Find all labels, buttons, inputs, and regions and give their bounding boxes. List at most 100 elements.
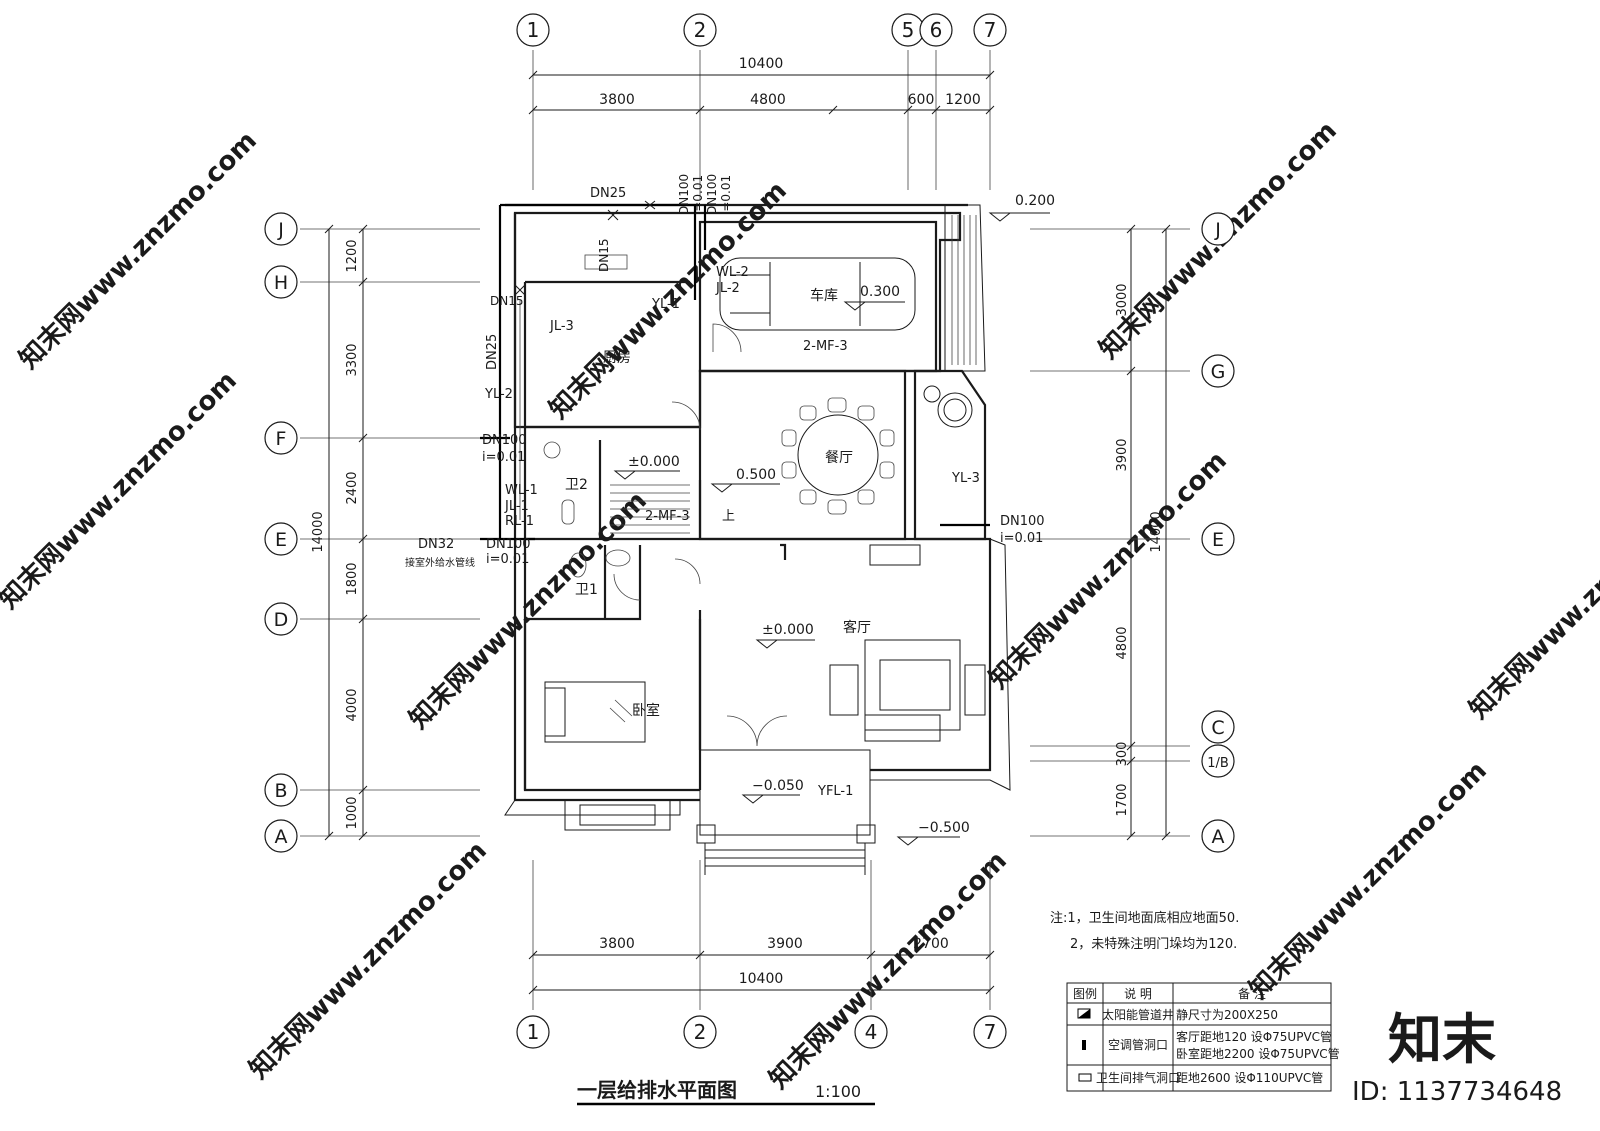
dim-segment: 1700 xyxy=(1115,783,1130,816)
axis-bubbles-top: 1 2 5 6 7 xyxy=(516,13,1007,47)
room-labels: 厨房 车库 餐厅 客厅 卧室 卫1 卫2 xyxy=(565,287,871,719)
legend-symbol-ac-opening xyxy=(1082,1040,1086,1050)
dimension-bottom: 3800 3900 2700 10400 xyxy=(528,936,995,995)
elevation-label: ±0.000 xyxy=(628,454,680,470)
axis-label: 6 xyxy=(930,18,943,42)
legend-header: 图例 xyxy=(1073,987,1097,1001)
dim-segment: 4800 xyxy=(1115,626,1130,659)
dim-segment: 3900 xyxy=(1115,438,1130,471)
watermark-text: 知末网www.znzmo.com xyxy=(14,126,263,375)
dim-segment: 2700 xyxy=(913,936,949,952)
pipe-note: 接室外给水管线 xyxy=(405,556,475,569)
pipe-label: DN100 xyxy=(705,174,719,215)
pipe-label: YFL-1 xyxy=(817,784,853,799)
dim-total: 14000 xyxy=(311,511,326,552)
legend-table: 图例 说 明 备 注 太阳能管道井 静尺寸为200X250 空调管洞口 客厅距地… xyxy=(1066,982,1340,1092)
pipe-label: DN100 xyxy=(486,537,531,552)
pipe-label: JL-2 xyxy=(715,281,740,296)
axis-bubbles-left: J H F E D B A xyxy=(264,212,298,853)
pipe-label: DN32 xyxy=(418,537,454,552)
pipe-label: DN15 xyxy=(597,239,611,273)
watermark-layer: 知末网www.znzmo.com 知末网www.znzmo.com 知末网www… xyxy=(0,116,1600,1107)
elevation-label: −0.050 xyxy=(752,778,804,794)
legend-note: 距地2600 设Φ110UPVC管 xyxy=(1176,1070,1323,1085)
dim-total: 10400 xyxy=(739,971,784,987)
axis-label: G xyxy=(1211,361,1226,383)
legend-header: 说 明 xyxy=(1124,986,1152,1001)
watermark-text: 知末网www.znzmo.com xyxy=(1244,756,1493,1005)
axis-label: 5 xyxy=(902,18,915,42)
elevation-label: 0.500 xyxy=(736,467,776,483)
pipe-label: JL-3 xyxy=(549,319,574,334)
room-label: 车库 xyxy=(810,287,838,304)
watermark-text: 知末网www.znzmo.com xyxy=(244,836,493,1085)
axis-label: D xyxy=(274,609,289,631)
drawing-title: 一层给排水平面图 xyxy=(577,1078,737,1102)
notes: 注:1，卫生间地面底相应地面50. 2，未特殊注明门垛均为120. xyxy=(1050,910,1239,952)
axis-label: B xyxy=(274,780,287,802)
legend-symbol-vent-opening xyxy=(1078,1073,1092,1082)
room-label: 厨房 xyxy=(603,350,631,366)
pipe-label: 2-MF-3 xyxy=(645,509,690,524)
legend-symbol-solar-shaft-fill xyxy=(1078,1009,1090,1018)
axis-label: 7 xyxy=(984,18,997,42)
pipe-label: i=0.01 xyxy=(691,175,705,215)
pipe-label: i=0.01 xyxy=(719,175,733,215)
note-line: 注:1，卫生间地面底相应地面50. xyxy=(1050,910,1239,926)
watermark-text: 知末网www.znzmo.com xyxy=(0,366,243,615)
elevation-label: 0.200 xyxy=(1015,193,1055,209)
watermark-brand: 知末 xyxy=(1388,1008,1496,1071)
dimension-top: 10400 3800 4800 600 1200 xyxy=(528,56,995,115)
room-label: 餐厅 xyxy=(825,450,853,466)
axis-label: H xyxy=(274,272,288,294)
dim-segment: 3800 xyxy=(599,92,635,108)
pipe-label: i=0.01 xyxy=(482,450,525,465)
axis-label: J xyxy=(1214,219,1221,241)
pipe-label: YL-3 xyxy=(951,471,980,486)
dim-segment: 3300 xyxy=(345,343,360,376)
dimension-right: 3000 3900 4800 300 1700 14000 xyxy=(1115,224,1171,841)
legend-note: 卧室距地2200 设Φ75UPVC管 xyxy=(1176,1046,1340,1061)
axis-label: 1 xyxy=(527,18,540,42)
dim-segment: 3900 xyxy=(767,936,803,952)
note-line: 2，未特殊注明门垛均为120. xyxy=(1070,937,1237,952)
axis-label: 7 xyxy=(984,1020,997,1044)
dim-segment: 2400 xyxy=(345,471,360,504)
dim-segment: 3800 xyxy=(599,936,635,952)
dim-segment: 1200 xyxy=(345,239,360,272)
axis-bubbles-bottom: 1 2 4 7 xyxy=(516,1015,1007,1049)
pipe-labels: DN25 DN100 i=0.01 DN100 i=0.01 DN15 DN15… xyxy=(405,174,1045,799)
pipe-label: DN100 xyxy=(482,433,527,448)
elevation-label: 0.300 xyxy=(860,284,900,300)
axis-label: 1/B xyxy=(1207,756,1229,771)
room-label: 卫1 xyxy=(575,582,598,598)
watermark-text: 知末网www.znzmo.com xyxy=(764,846,1013,1095)
pipe-label: RL-1 xyxy=(505,514,534,529)
axis-label: C xyxy=(1211,717,1224,739)
dim-segment: 4000 xyxy=(345,688,360,721)
elevation-label: ±0.000 xyxy=(762,622,814,638)
pipe-label: i=0.01 xyxy=(486,552,529,567)
legend-header: 备 注 xyxy=(1238,986,1266,1001)
watermark-text: 知末网www.znzmo.com xyxy=(1464,476,1600,725)
pipe-label: YL-1 xyxy=(651,297,680,312)
dim-segment: 1800 xyxy=(345,562,360,595)
pipe-label: DN25 xyxy=(485,334,500,370)
axis-label: E xyxy=(1212,529,1224,551)
pipe-label: 2-MF-3 xyxy=(803,339,848,354)
drawing-title-block: 一层给排水平面图 1:100 xyxy=(577,1078,875,1106)
legend-note: 静尺寸为200X250 xyxy=(1176,1008,1278,1022)
legend-desc: 空调管洞口 xyxy=(1108,1037,1168,1052)
room-label: 卧室 xyxy=(632,702,660,719)
pipe-label: DN15 xyxy=(490,294,524,308)
legend-desc: 太阳能管道井 xyxy=(1102,1007,1174,1022)
pipe-label: WL-2 xyxy=(716,265,749,280)
drawing-scale: 1:100 xyxy=(815,1082,861,1101)
dim-total: 10400 xyxy=(739,56,784,72)
watermark-id: ID: 1137734648 xyxy=(1352,1077,1562,1107)
room-label: 客厅 xyxy=(843,619,871,636)
axis-label: 2 xyxy=(694,18,707,42)
pipe-label: DN100 xyxy=(1000,514,1045,529)
dim-segment: 3000 xyxy=(1115,283,1130,316)
